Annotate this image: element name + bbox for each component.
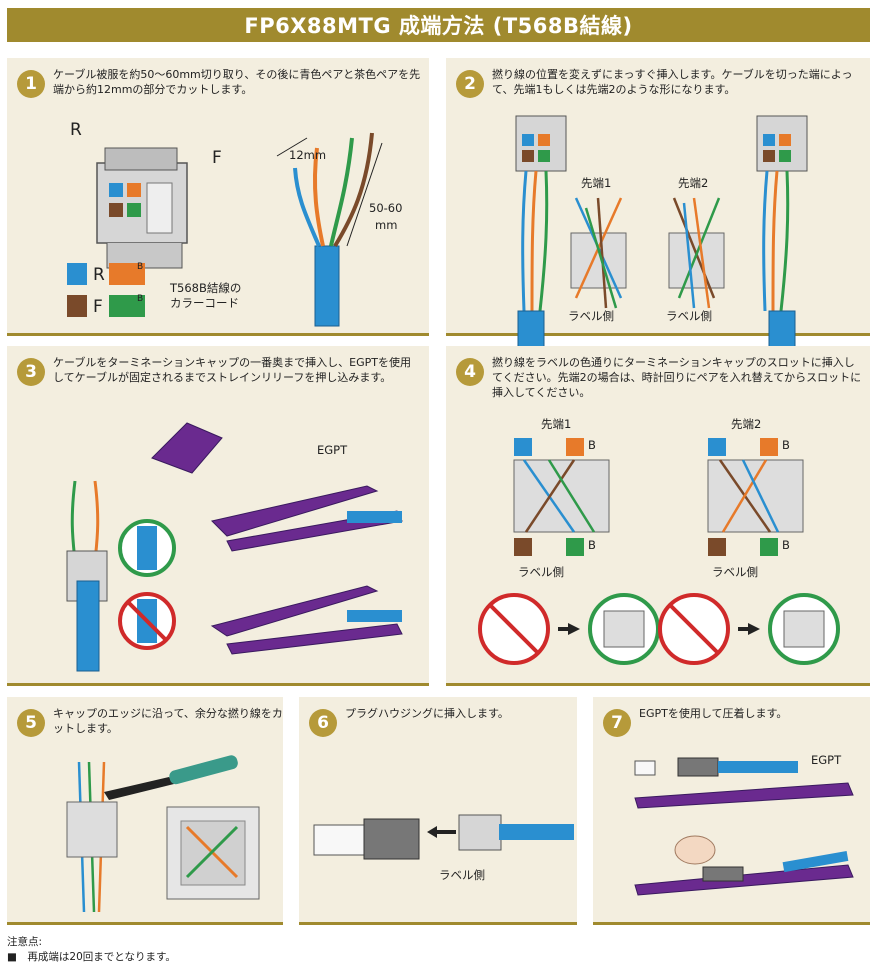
tip2-slot-diagram [707,438,804,556]
egpt-label: EGPT [811,753,842,767]
b-mark-tip1-top: B [588,438,596,452]
step-number: 2 [456,70,484,98]
legend-b-top: B [137,262,144,272]
dimension-50-60: 50-60 [369,201,403,215]
tip2-label: 先端2 [678,176,709,190]
step-panel-1: 1 ケーブル被服を約50〜60mm切り取り、その後に青色ペアと茶色ペアを先端から… [7,58,429,336]
notes-item: ■ 再成端は20回までとなります。 [7,951,176,963]
step-text: EGPTを使用して圧着します。 [639,707,788,720]
step-text: キャップのエッジに沿って、余分な撚り線をカットします。 [53,707,283,735]
legend-b-bottom: B [137,294,144,304]
legend-f: F [93,297,103,317]
step-text: ケーブルをターミネーションキャップの一番奥まで挿入し、EGPTを使用してケーブル… [53,356,411,384]
color-code-legend [67,263,145,317]
crimp-step-top [634,757,854,809]
b-mark-tip1-bottom: B [588,538,596,552]
step-text: ケーブル被服を約50〜60mm切り取り、その後に青色ペアと茶色ペアを先端から約1… [53,68,421,96]
dimension-12mm: 12mm [289,148,327,162]
step-text: プラグハウジングに挿入します。 [345,707,509,720]
step-text: 撚り線をラベルの色通りにターミネーションキャップのスロットに挿入してください。先… [492,356,862,399]
ng-ok-sequence-tip1 [478,593,660,665]
tip1-label: 先端1 [541,417,572,431]
label-side-2: ラベル側 [666,309,712,323]
label-side-1: ラベル側 [518,565,564,579]
step-panel-3: 3 ケーブルをターミネーションキャップの一番奥まで挿入し、EGPTを使用してケー… [7,346,429,686]
crimp-step-bottom [634,850,854,896]
step-number: 5 [17,709,45,737]
finger-icon [674,835,716,865]
step-number: 3 [17,358,45,386]
step-number: 4 [456,358,484,386]
ng-ok-sequence-tip2 [658,593,840,665]
cable-insertion [66,480,108,672]
step-panel-4: 4 撚り線をラベルの色通りにターミネーションキャップのスロットに挿入してください… [446,346,870,686]
cut-result [166,806,260,900]
tip1-slot-diagram [513,438,610,556]
step-number: 1 [17,70,45,98]
label-side-1: ラベル側 [568,309,614,323]
termination-cap [151,422,223,474]
tip2-diagram [668,197,725,309]
insert-arrow-icon [427,826,456,838]
step-text: 撚り線の位置を変えずにまっすぐ挿入します。ケーブルを切った端によって、先端1もし… [492,68,853,96]
jack-illustration [96,147,188,269]
plug-housing [313,818,420,860]
legend-caption-line1: T568B結線の [170,281,242,295]
cutting-illustration [66,761,118,913]
tip1-diagram [570,197,627,309]
tip2-label: 先端2 [731,417,762,431]
page-title: FP6X88MTG 成端方法 (T568B結線) [7,8,870,42]
label-r: R [70,120,82,140]
step-panel-7: 7 EGPTを使用して圧着します。 EGPT [593,697,870,925]
assembled-cap-right [756,115,808,382]
legend-r: R [93,265,105,285]
step-panel-6: 6 プラグハウジングに挿入します。 ラベル側 [299,697,577,925]
egpt-tool-top [211,485,403,552]
b-mark-tip2-bottom: B [782,538,790,552]
cap-with-cable [458,814,574,851]
notes-heading: 注意点: [7,936,43,948]
notes-section: 注意点: ■ 再成端は20回までとなります。 [7,935,176,965]
dimension-unit: mm [375,218,398,232]
step-panel-5: 5 キャップのエッジに沿って、余分な撚り線をカットします。 [7,697,283,925]
step-number: 6 [309,709,337,737]
label-side: ラベル側 [439,868,485,882]
tip1-label: 先端1 [581,176,612,190]
label-f: F [212,148,222,168]
legend-caption-line2: カラーコード [170,296,239,310]
step-panel-2: 2 撚り線の位置を変えずにまっすぐ挿入します。ケーブルを切った端によって、先端1… [446,58,870,382]
check-ng-icon [118,592,176,650]
step-number: 7 [603,709,631,737]
egpt-tool-bottom [210,585,403,655]
check-ok-icon [118,519,176,577]
label-side-2: ラベル側 [712,565,758,579]
egpt-label: EGPT [317,443,348,457]
b-mark-tip2-top: B [782,438,790,452]
cable-illustration [276,132,383,327]
cutter-icon [104,755,238,800]
